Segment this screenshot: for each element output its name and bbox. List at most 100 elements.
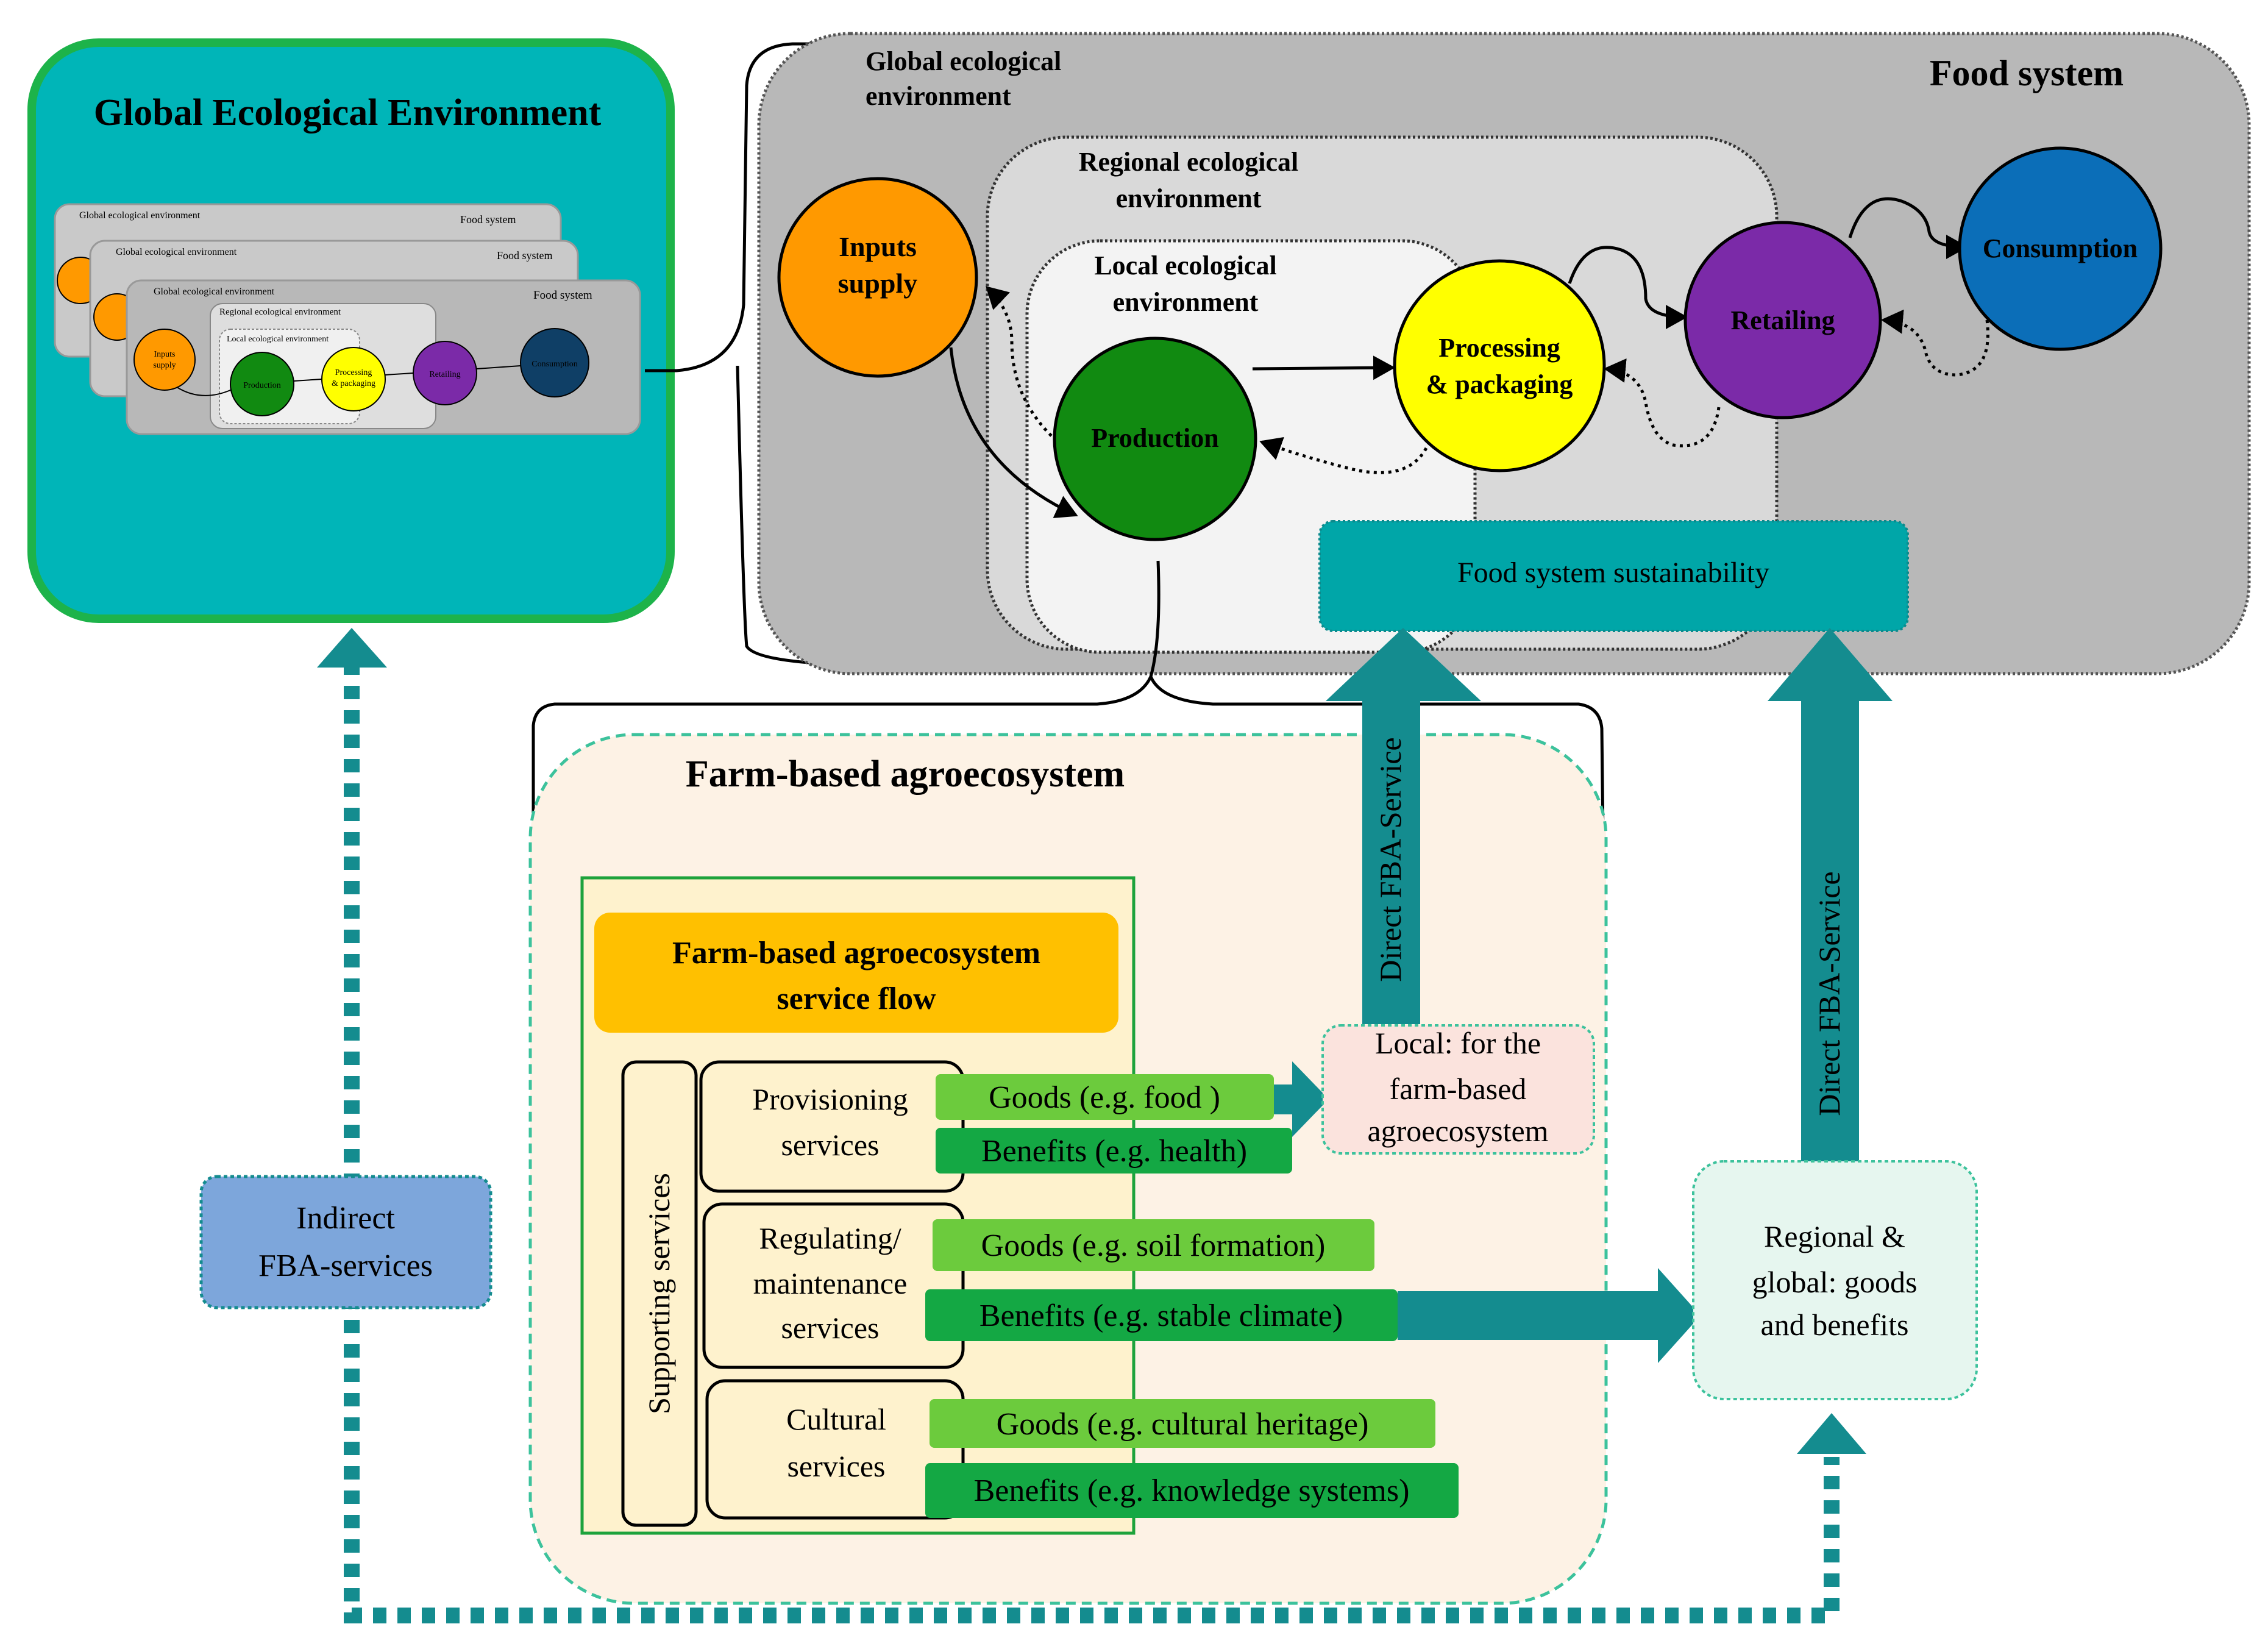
svg-text:Processing: Processing (335, 368, 372, 377)
svg-text:Goods (e.g. food ): Goods (e.g. food ) (989, 1080, 1220, 1115)
benefits-knowledge-bar: Benefits (e.g. knowledge systems) (925, 1463, 1459, 1518)
svg-text:farm-based: farm-based (1390, 1072, 1527, 1106)
consumption-node: Consumption (1958, 146, 2163, 351)
svg-text:maintenance: maintenance (753, 1266, 908, 1300)
goods-food-bar: Goods (e.g. food ) (936, 1074, 1274, 1120)
zoom-bracket-bottom (736, 365, 842, 666)
svg-text:Farm-based agroecosystem: Farm-based agroecosystem (672, 936, 1040, 971)
indirect-fba-services-box: Indirect FBA-services (199, 1175, 492, 1309)
svg-text:Global ecological environment: Global ecological environment (116, 247, 237, 257)
svg-text:Inputs: Inputs (154, 350, 176, 359)
regional-global-benefits-box: Regional & global: goods and benefits (1692, 1160, 1978, 1400)
provisioning-services-box: Provisioning services (699, 1060, 965, 1193)
consumption-to-retailing-arrow (1881, 309, 1989, 377)
direct-fba-service-arrow-2: Direct FBA-Service (1768, 628, 1893, 1161)
svg-text:services: services (787, 1449, 885, 1483)
svg-text:Production: Production (1091, 423, 1218, 453)
inputs-supply-node: Inputs supply (777, 177, 978, 378)
svg-text:Food system: Food system (497, 249, 553, 262)
svg-text:Regional ecological: Regional ecological (1079, 147, 1299, 177)
global-env-title: Global Ecological Environment (94, 92, 602, 134)
svg-text:Global ecological environment: Global ecological environment (79, 210, 201, 221)
fba-bracket-right (1149, 675, 1605, 836)
supporting-services-box: Supporting services (621, 1060, 698, 1527)
svg-text:Consumption: Consumption (531, 360, 577, 369)
svg-text:FBA-services: FBA-services (258, 1248, 433, 1283)
svg-text:Direct FBA-Service: Direct FBA-Service (1812, 871, 1846, 1116)
food-system-thumbnail-stack: Global ecological environment Food syste… (54, 203, 641, 435)
goods-soil-bar: Goods (e.g. soil formation) (933, 1219, 1374, 1271)
svg-text:& packaging: & packaging (1426, 369, 1573, 399)
svg-text:Local ecological: Local ecological (1094, 251, 1276, 280)
svg-text:global: goods: global: goods (1752, 1265, 1918, 1299)
svg-text:environment: environment (1113, 287, 1259, 317)
benefits-climate-bar: Benefits (e.g. stable climate) (925, 1289, 1398, 1341)
fba-title: Farm-based agroecosystem (686, 753, 1125, 795)
food-system-title: Food system (1930, 53, 2124, 93)
indirect-services-path (317, 628, 1866, 1623)
svg-text:Retailing: Retailing (1730, 305, 1835, 335)
processing-to-retailing-arrow (1568, 246, 1688, 329)
svg-text:Regulating/: Regulating/ (759, 1221, 901, 1255)
svg-text:Regional ecological environmen: Regional ecological environment (219, 307, 341, 317)
regional-flow-arrow (1398, 1268, 1701, 1363)
svg-text:Local ecological environment: Local ecological environment (227, 335, 329, 344)
svg-text:service flow: service flow (777, 981, 936, 1016)
goods-heritage-bar: Goods (e.g. cultural heritage) (930, 1399, 1435, 1448)
svg-text:Global ecological environment: Global ecological environment (154, 287, 275, 297)
svg-text:Local: for the: Local: for the (1375, 1026, 1541, 1060)
svg-text:supply: supply (153, 361, 176, 370)
svg-text:services: services (781, 1128, 879, 1162)
svg-text:Food system: Food system (460, 213, 516, 226)
retailing-to-processing-arrow (1604, 358, 1721, 447)
svg-text:Goods (e.g. soil formation): Goods (e.g. soil formation) (981, 1228, 1326, 1263)
svg-text:Benefits (e.g. knowledge syste: Benefits (e.g. knowledge systems) (974, 1473, 1410, 1508)
benefits-health-bar: Benefits (e.g. health) (936, 1128, 1292, 1174)
svg-text:Inputs: Inputs (839, 231, 917, 262)
svg-text:Cultural: Cultural (786, 1402, 886, 1436)
global-ecological-environment-panel: Global Ecological Environment Global eco… (27, 38, 675, 623)
svg-text:Benefits (e.g. stable climate): Benefits (e.g. stable climate) (979, 1298, 1343, 1333)
cultural-services-box: Cultural services (705, 1379, 965, 1520)
fba-bracket-left (531, 560, 1161, 838)
svg-text:supply: supply (838, 268, 917, 299)
inputs-to-production-arrow (949, 347, 1078, 518)
svg-text:Indirect: Indirect (296, 1201, 395, 1236)
processing-packaging-node: Processing & packaging (1393, 259, 1606, 472)
food-system-thumbnail: Global ecological environment Food syste… (126, 279, 641, 435)
service-flow-header: Farm-based agroecosystem service flow (594, 913, 1118, 1033)
svg-text:Consumption: Consumption (1983, 233, 2138, 263)
regulating-services-box: Regulating/ maintenance services (702, 1202, 965, 1369)
svg-text:Food system: Food system (533, 289, 592, 302)
svg-text:Direct FBA-Service: Direct FBA-Service (1373, 737, 1407, 981)
retailing-to-consumption-arrow (1848, 197, 1968, 259)
svg-text:Retailing: Retailing (429, 370, 460, 379)
production-node: Production (1053, 337, 1257, 541)
svg-text:Goods (e.g. cultural heritage): Goods (e.g. cultural heritage) (997, 1407, 1369, 1442)
svg-text:Supporting services: Supporting services (642, 1173, 676, 1414)
svg-text:& packaging: & packaging (332, 379, 375, 388)
production-to-processing-arrow (1252, 355, 1395, 380)
food-system-sustainability-box: Food system sustainability (1318, 520, 1909, 632)
svg-text:Benefits (e.g. health): Benefits (e.g. health) (981, 1134, 1247, 1169)
svg-text:and benefits: and benefits (1761, 1308, 1909, 1342)
retailing-node: Retailing (1683, 221, 1882, 419)
direct-fba-service-arrow-1: Direct FBA-Service (1326, 628, 1481, 1024)
svg-text:Regional &: Regional & (1764, 1219, 1905, 1253)
zoom-bracket-top (645, 42, 841, 372)
food-system-panel: Food system Global ecological environmen… (757, 32, 2251, 675)
svg-text:agroecosystem: agroecosystem (1367, 1114, 1548, 1148)
processing-to-production-arrow (1259, 436, 1428, 474)
svg-text:Production: Production (243, 381, 280, 390)
local-benefits-box: Local: for the farm-based agroecosystem (1321, 1024, 1595, 1155)
local-flow-arrow (1274, 1061, 1329, 1137)
global-ecological-environment-label: Global ecological (866, 46, 1061, 76)
svg-text:Food system sustainability: Food system sustainability (1457, 557, 1769, 589)
svg-text:environment: environment (866, 81, 1011, 111)
farm-based-agroecosystem-panel: Farm-based agroecosystem Farm-based agro… (528, 733, 1608, 1605)
production-to-inputs-arrow (986, 286, 1053, 437)
svg-text:services: services (781, 1311, 879, 1345)
svg-text:Provisioning: Provisioning (752, 1082, 908, 1116)
svg-text:Processing: Processing (1438, 333, 1560, 363)
